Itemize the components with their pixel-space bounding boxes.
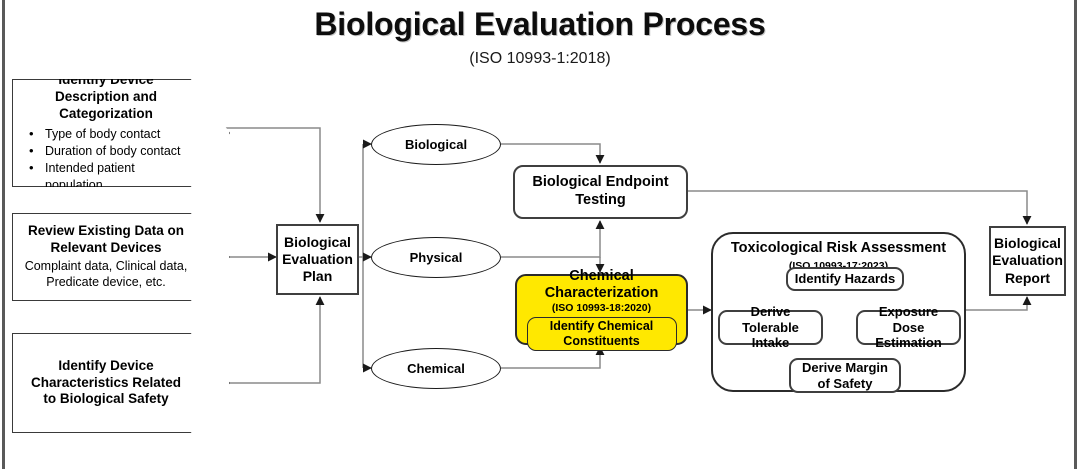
input-subtext: Complaint data, Clinical data, Predicate… [24,259,188,290]
branch-chemical[interactable]: Chemical [371,348,501,389]
step-identify-hazards[interactable]: Identify Hazards [786,267,904,291]
list-item: Duration of body contact [23,142,189,160]
list-item: Type of body contact [23,125,189,143]
biological-evaluation-plan-box[interactable]: Biological Evaluation Plan [276,224,359,295]
input-heading: Review Existing Data on Relevant Devices [27,223,185,256]
input-review-existing-data[interactable]: Review Existing Data on Relevant Devices… [12,213,230,301]
chemical-characterization-box[interactable]: Chemical Characterization (ISO 10993-18:… [515,268,688,352]
biological-evaluation-report-box[interactable]: Biological Evaluation Report [989,226,1066,296]
biological-endpoint-testing-box[interactable]: Biological Endpoint Testing [513,165,688,219]
chemical-characterization-iso: (ISO 10993-18:2020) [551,302,652,315]
list-item: Intended patient population [23,159,189,187]
toxicological-title: Toxicological Risk Assessment [730,240,947,256]
chemical-characterization-title: Chemical Characterization [544,267,659,301]
step-derive-tolerable-intake[interactable]: Derive Tolerable Intake [718,304,823,350]
identify-chemical-constituents-box[interactable]: Identify Chemical Constituents [526,317,677,352]
step-exposure-dose-estimation[interactable]: Exposure Dose Estimation [856,304,961,350]
input-heading: Identify Device Description and Categori… [54,72,157,122]
branch-biological[interactable]: Biological [371,124,501,165]
frame-rule-right [1074,0,1077,469]
page-title: Biological Evaluation Process [314,6,766,42]
page-subtitle: (ISO 10993-1:2018) [469,50,611,67]
step-derive-margin-of-safety[interactable]: Derive Margin of Safety [789,358,901,393]
branch-physical[interactable]: Physical [371,237,501,278]
input-device-description[interactable]: Identify Device Description and Categori… [12,79,230,187]
input-bullet-list: Type of body contact Duration of body co… [23,125,189,187]
input-heading: Identify Device Characteristics Related … [30,357,182,407]
input-device-characteristics[interactable]: Identify Device Characteristics Related … [12,333,230,433]
frame-rule-left [2,0,5,469]
